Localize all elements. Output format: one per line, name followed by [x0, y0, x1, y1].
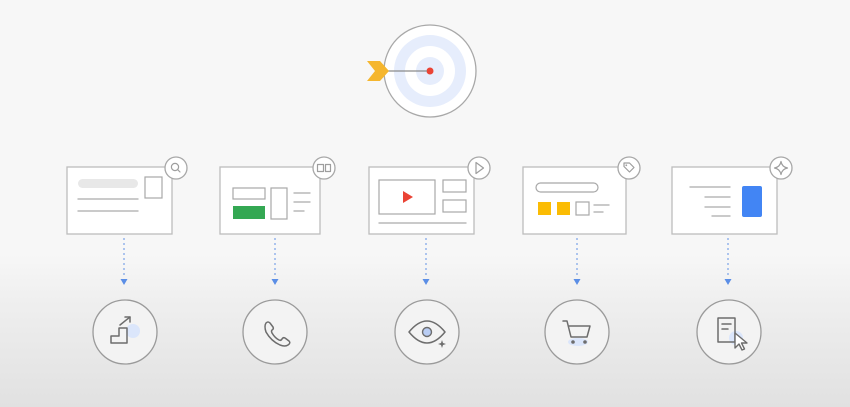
display-ad-icon	[312, 156, 336, 180]
search-icon	[164, 156, 188, 180]
tag-icon	[617, 156, 641, 180]
phone-icon	[242, 299, 308, 365]
growth-stairs-icon	[92, 299, 158, 365]
form-click-icon	[696, 299, 762, 365]
search-campaign-card	[66, 156, 188, 235]
display-campaign-card	[219, 156, 336, 235]
cart-icon	[544, 299, 610, 365]
eye-icon	[394, 299, 460, 365]
sparkle-icon	[769, 156, 793, 180]
play-icon	[467, 156, 491, 180]
video-campaign-card	[368, 156, 491, 235]
shopping-campaign-card	[522, 156, 641, 235]
performance-campaign-card	[671, 156, 793, 235]
target-with-arrow-icon	[367, 24, 477, 118]
connector-arrows	[120, 238, 732, 285]
